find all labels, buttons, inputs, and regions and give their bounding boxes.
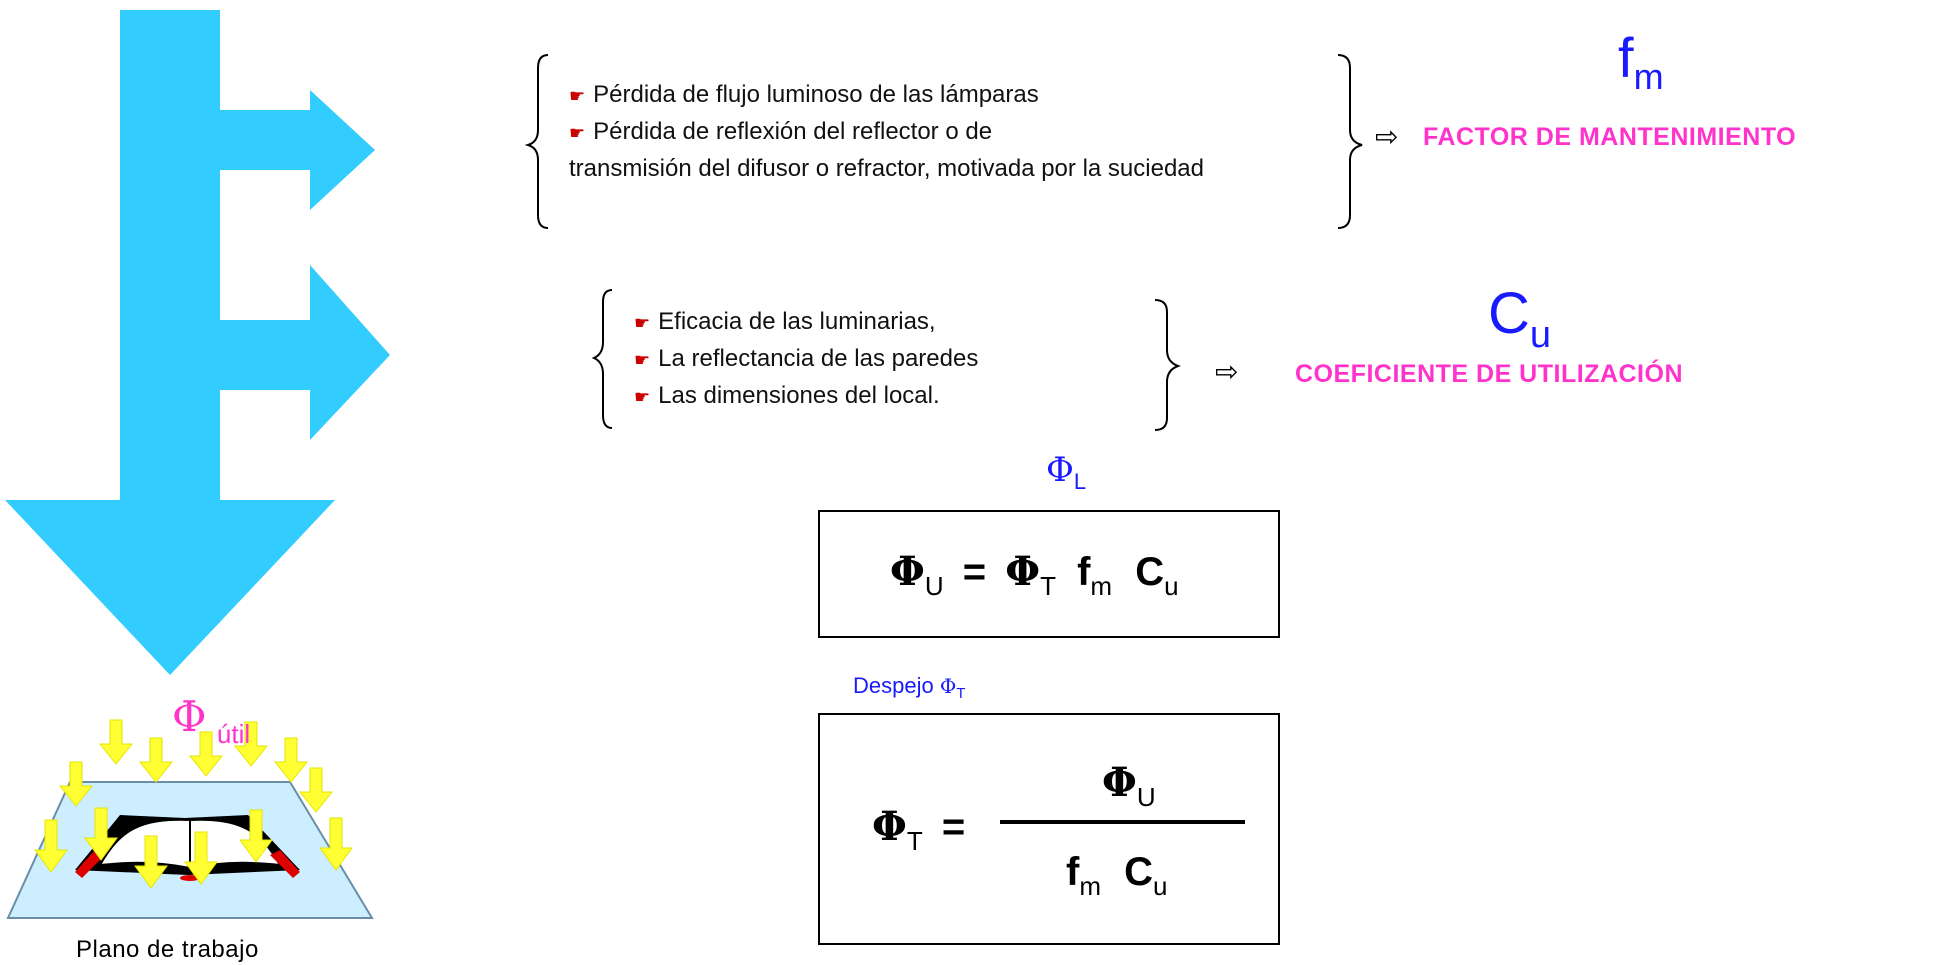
- formula-lhs: ΦT =: [872, 803, 966, 856]
- pointing-hand-icon: ☛: [634, 387, 651, 407]
- cu-symbol: Cu: [1488, 281, 1552, 356]
- work-plane-illustration: [6, 719, 374, 919]
- implies-arrow-icon: ⇨: [1375, 121, 1399, 152]
- formula-numerator: ΦU: [1102, 759, 1156, 812]
- maintenance-losses-list: ☛Pérdida de flujo luminoso de las lámpar…: [569, 77, 1334, 186]
- list-item: ☛Pérdida de reflexión del reflector o de: [569, 118, 993, 145]
- list-item: ☛Eficacia de las luminarias,: [634, 308, 936, 335]
- utilization-factors-list: ☛Eficacia de las luminarias, ☛La reflect…: [634, 304, 978, 415]
- light-arrows: [34, 719, 353, 889]
- useful-subscript: útil: [216, 719, 251, 749]
- list-item: ☛Las dimensiones del local.: [634, 382, 940, 409]
- utilization-coefficient-label: COEFICIENTE DE UTILIZACIÓN: [1295, 360, 1683, 388]
- maintenance-factor-label: FACTOR DE MANTENIMIENTO: [1423, 123, 1797, 151]
- list-item: ☛Pérdida de flujo luminoso de las lámpar…: [569, 81, 1039, 108]
- formula-expression: ΦU = ΦT fm Cu: [890, 548, 1179, 601]
- list-item-continuation: transmisión del difusor o refractor, mot…: [569, 155, 1204, 182]
- list-item: ☛La reflectancia de las paredes: [634, 345, 979, 372]
- formula-denominator: fm Cu: [1066, 850, 1168, 901]
- pointing-hand-icon: ☛: [569, 86, 586, 106]
- despejo-label: Despejo ΦT: [853, 673, 966, 702]
- fm-symbol: fm: [1618, 26, 1664, 97]
- phi-symbol: Φ: [172, 692, 207, 741]
- pointing-hand-icon: ☛: [569, 123, 586, 143]
- useful-flux-formula: ΦU = ΦT fm Cu: [818, 510, 1280, 638]
- fraction-bar: [1000, 820, 1245, 824]
- pointing-hand-icon: ☛: [634, 313, 651, 333]
- workplane-caption: Plano de trabajo: [76, 936, 259, 963]
- implies-arrow-icon: ⇨: [1215, 356, 1239, 387]
- pointing-hand-icon: ☛: [634, 350, 651, 370]
- light-flow-arrow: [5, 10, 390, 675]
- useful-flux-label: Φ útil: [172, 692, 250, 750]
- total-flux-formula: ΦT = ΦU fm Cu: [818, 713, 1280, 945]
- phi-l-label: ΦL: [1046, 450, 1087, 494]
